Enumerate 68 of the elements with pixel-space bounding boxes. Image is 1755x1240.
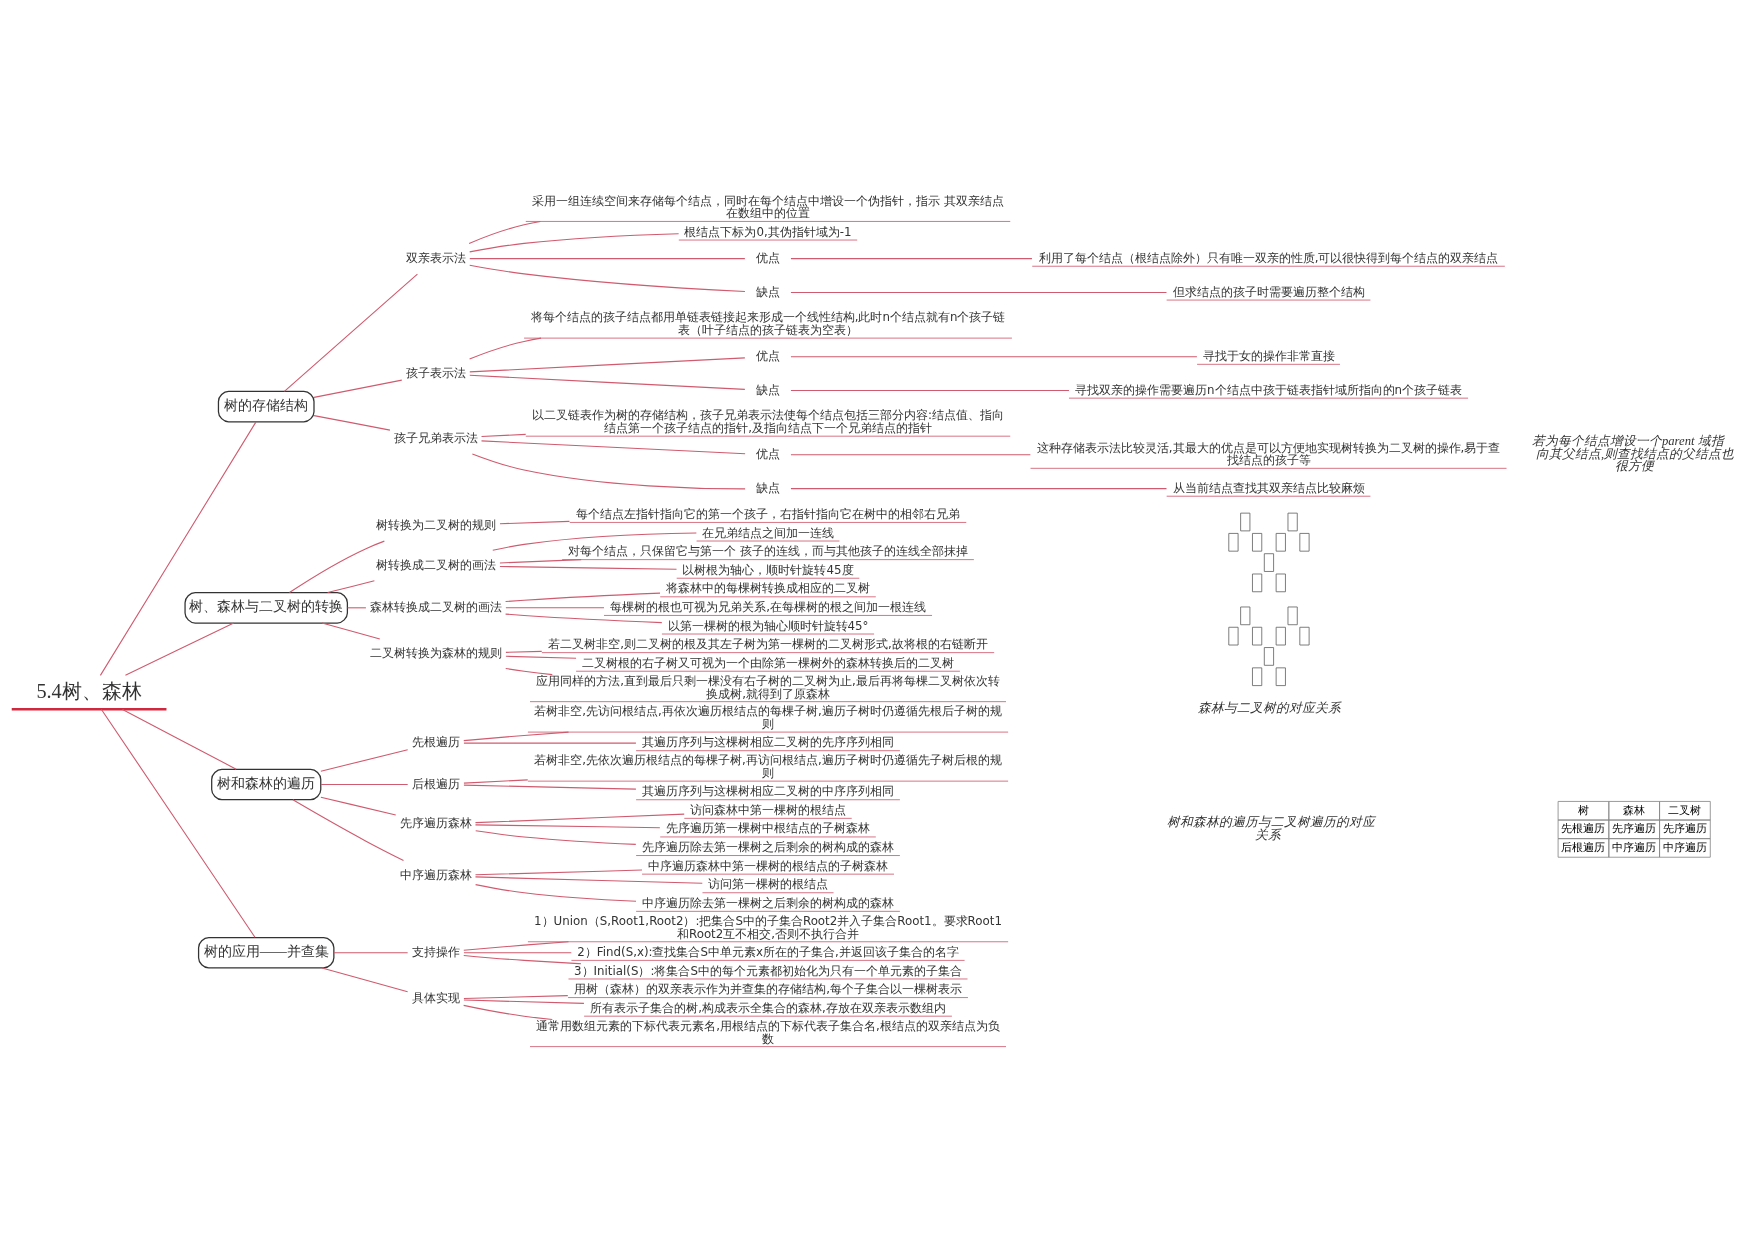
node-text: 将每个结点的孩子结点都用单链表链接起来形成一个线性结构,此时n个结点就有n个孩子链表（叶子结点的孩子链表为空表）: [530, 309, 1006, 337]
node-text: 其遍历序列与这棵树相应二叉树的中序序列相同: [642, 783, 895, 798]
label: 树和森林的遍历与二叉树遍历的对应关系: [1166, 814, 1375, 842]
node-text: 2）Find(S,x):查找集合S中单元素x所在的子集合,并返回该子集合的名字: [577, 944, 959, 959]
node-text: 孩子表示法: [405, 365, 466, 380]
node-text: 森林转换成二叉树的画法: [369, 599, 502, 614]
node-text: 树转换为二叉树的规则: [375, 517, 496, 532]
node-text: 但求结点的孩子时需要遍历整个结构: [1172, 284, 1365, 299]
node-text: 双亲表示法: [405, 250, 466, 265]
node-text: 寻找于女的操作非常直接: [1202, 348, 1335, 363]
node-text: 中序遍历除去第一棵树之后剩余的树构成的森林: [642, 895, 895, 910]
node-text: 孩子兄弟表示法: [393, 430, 478, 445]
node-text: 所有表示子集合的树,构成表示全集合的森林,存放在双亲表示数组内: [590, 1000, 946, 1015]
label: 中序遍历: [1662, 840, 1707, 854]
node-text: 将森林中的每棵树转换成相应的二叉树: [666, 580, 871, 595]
node-text: 支持操作: [411, 944, 460, 959]
label: 若为每个结点增设一个parent 域指向其父结点,则查找结点的父结点也很方便: [1531, 433, 1735, 473]
node-text: 利用了每个结点（根结点除外）只有唯一双亲的性质,可以很快得到每个结点的双亲结点: [1038, 250, 1499, 265]
node-text: 每棵树的根也可视为兄弟关系,在每棵树的根之间加一根连线: [610, 599, 926, 614]
node-text: 以二叉链表作为树的存储结构，孩子兄弟表示法使每个结点包括三部分内容:结点值、指向结点第一个孩子结点的指针,及指向结点下一个兄弟结点的指针: [532, 407, 1005, 435]
node-text: 先序遍历第一棵树中根结点的子树森林: [666, 820, 871, 835]
node-text: 缺点: [756, 480, 781, 495]
node-text: 根结点下标为0,其伪指针域为-1: [684, 224, 852, 239]
node-text: 用树（森林）的双亲表示作为并查集的存储结构,每个子集合以一棵树表示: [574, 981, 962, 996]
node-text: 树转换成二叉树的画法: [375, 557, 496, 572]
node-text: 先序遍历森林: [399, 815, 472, 830]
node-text: 其遍历序列与这棵树相应二叉树的先序序列相同: [642, 734, 895, 749]
label: 先序遍历: [1612, 821, 1657, 835]
node-text: 通常用数组元素的下标代表元素名,用根结点的下标代表子集合名,根结点的双亲结点为负数: [536, 1018, 1000, 1046]
node-text: 每个结点左指针指向它的第一个孩子，右指针指向它在树中的相邻右兄弟: [576, 506, 961, 521]
node-text: 访问森林中第一棵树的根结点: [690, 802, 847, 817]
node-text: 采用一组连续空间来存储每个结点，同时在每个结点中增设一个伪指针，指示 其双亲结点在数组中的位置: [532, 193, 1004, 220]
node-text: 先根遍历: [411, 734, 460, 749]
label: 先序遍历: [1662, 821, 1707, 835]
node-text: 优点: [756, 250, 781, 265]
node-text: 访问第一棵树的根结点: [708, 876, 829, 891]
node-text: 5.4树、森林: [36, 679, 142, 702]
node-text: 这种存储表示法比较灵活,其最大的优点是可以方便地实现树转换为二叉树的操作,易于查找结点的孩子等: [1036, 440, 1501, 467]
node-text: 在兄弟结点之间加一连线: [702, 525, 835, 540]
node-text: 中序遍历森林: [399, 867, 472, 882]
label: 二叉树: [1668, 803, 1702, 817]
node-text: 1）Union（S,Root1,Root2）:把集合S中的子集合Root2并入子集合Root1。要求Root1 和Root2互不相交,否则不执行合并: [534, 913, 1002, 941]
label: 森林与二叉树的对应关系: [1198, 700, 1342, 715]
node-text: 若二叉树非空,则二叉树的根及其左子树为第一棵树的二叉树形式,故将根的右链断开: [548, 636, 988, 651]
label: 树: [1577, 803, 1589, 817]
node-text: 寻找双亲的操作需要遍历n个结点中孩于链表指针域所指向的n个孩子链表: [1075, 382, 1463, 397]
node-text: 中序遍历森林中第一棵树的根结点的子树森林: [648, 858, 889, 873]
node-text: 缺点: [756, 284, 781, 299]
node-text: 二叉树根的右子树又可视为一个由除第一棵树外的森林转换后的二叉树: [582, 655, 955, 670]
label: 森林: [1623, 803, 1646, 817]
node-text: 3）Initial(S）:将集合S中的每个元素都初始化为只有一个单元素的子集合: [574, 963, 962, 977]
node-text: 以第一棵树的根为轴心顺时针旋转45°: [667, 618, 869, 633]
node-text: 缺点: [756, 382, 781, 397]
node-text: 应用同样的方法,直到最后只剩一棵没有右子树的二叉树为止,最后再将每棵二叉树依次转换成树,就得到了原森林: [536, 673, 1000, 701]
node-text: 对每个结点，只保留它与第一个 孩子的连线，而与其他孩子的连线全部抹掉: [568, 543, 968, 558]
node-text: 具体实现: [411, 990, 460, 1005]
node-text: 若树非空,先访问根结点,再依次遍历根结点的每棵子树,遍历子树时仍遵循先根后子树的规则: [534, 703, 1002, 731]
node-text: 后根遍历: [411, 776, 460, 791]
label: 先根遍历: [1561, 821, 1606, 835]
node-text: 以树根为轴心，顺时针旋转45度: [682, 562, 854, 577]
node-text: 二叉树转换为森林的规则: [369, 645, 502, 660]
label: 后根遍历: [1561, 840, 1606, 854]
label: 中序遍历: [1612, 840, 1657, 854]
node-text: 优点: [756, 348, 781, 363]
node-text: 从当前结点查找其双亲结点比较麻烦: [1172, 480, 1365, 495]
node-text: 若树非空,先依次遍历根结点的每棵子树,再访问根结点,遍历子树时仍遵循先子树后根的规则: [534, 752, 1002, 780]
node-text: 优点: [756, 446, 781, 461]
node-text: 先序遍历除去第一棵树之后剩余的树构成的森林: [642, 839, 895, 854]
